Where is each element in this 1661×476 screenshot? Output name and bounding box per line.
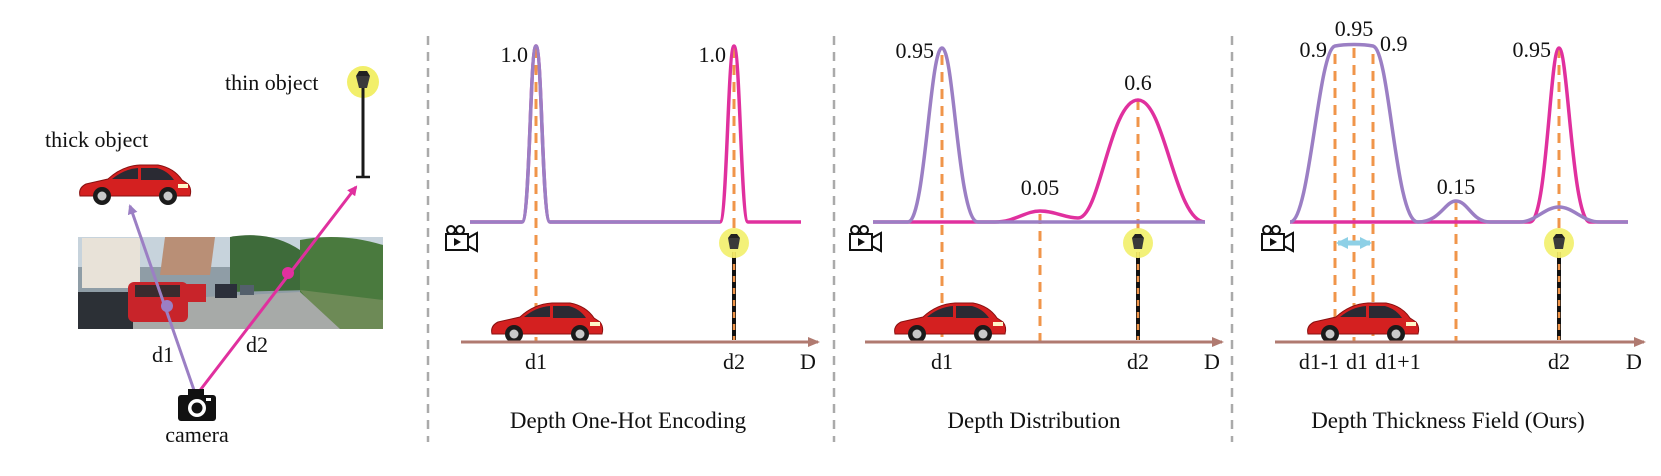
video-camera-icon [445,225,478,252]
lamp-icon [1544,228,1574,258]
distribution-curve-d1 [470,44,720,224]
car-icon [491,302,604,344]
ray-to-thick-object [127,204,197,394]
axis-label-d1-minus-1: d1-1 [1299,349,1339,374]
panel-thickness-field: 0.9 0.95 0.9 0.15 0.95 d1-1 d1 d1+1 d2 D… [1261,16,1646,433]
car-icon [894,302,1007,344]
peak-label: 0.15 [1437,174,1476,199]
axis-label-d1: d1 [525,349,547,374]
camera-icon [178,389,216,421]
peak-label: 0.05 [1021,175,1060,200]
car-icon [1307,302,1420,344]
peak-label: 0.95 [1335,16,1374,41]
panel-one-hot: 1.0 1.0 d1 d2 D Depth One-Hot Encoding [445,42,820,433]
peak-label: 0.95 [1513,37,1552,62]
distribution-curve-d1 [1289,42,1628,224]
ray-hit-lamp [282,267,294,279]
street-photo [78,235,383,329]
peak-label: 0.6 [1124,70,1152,95]
distribution-curve-d2 [1290,46,1628,224]
ray-hit-car [161,300,173,312]
peak-label: 1.0 [501,42,529,67]
axis-label-D: D [1204,349,1220,374]
axis-label-D: D [1626,349,1642,374]
peak-label: 1.0 [699,42,727,67]
axis-label-d2: d2 [723,349,745,374]
thick-object-car-icon [79,164,192,206]
axis-label-d2: d2 [1127,349,1149,374]
distribution-curve-d2 [873,98,1206,224]
ray-d1-label: d1 [152,342,174,367]
peak-label: 0.9 [1300,37,1328,62]
video-camera-icon [849,225,882,252]
thick-object-label: thick object [45,127,148,152]
axis-label-d1: d1 [1346,349,1368,374]
lamp-icon [719,228,749,258]
distribution-curve-d2 [470,44,801,224]
thin-object-label: thin object [225,70,318,95]
axis-label-d1-plus-1: d1+1 [1375,349,1420,374]
camera-label: camera [165,422,229,447]
thin-object-lamp-icon [347,66,379,179]
axis-label-d1: d1 [931,349,953,374]
lamp-icon [1123,228,1153,258]
video-camera-icon [1261,225,1294,252]
axis-label-d2: d2 [1548,349,1570,374]
distribution-curve-d1 [873,46,1205,224]
axis-label-D: D [800,349,816,374]
panel-title: Depth Thickness Field (Ours) [1311,408,1585,433]
scene-illustration: thin object thick object [45,66,383,447]
peak-label: 0.95 [896,38,935,63]
panel-distribution: 0.95 0.05 0.6 d1 d2 D Depth Distribution [849,38,1224,433]
ray-to-thin-object [196,185,358,394]
ray-d2-label: d2 [246,332,268,357]
panel-title: Depth Distribution [947,408,1121,433]
panel-title: Depth One-Hot Encoding [510,408,747,433]
peak-label: 0.9 [1380,31,1408,56]
